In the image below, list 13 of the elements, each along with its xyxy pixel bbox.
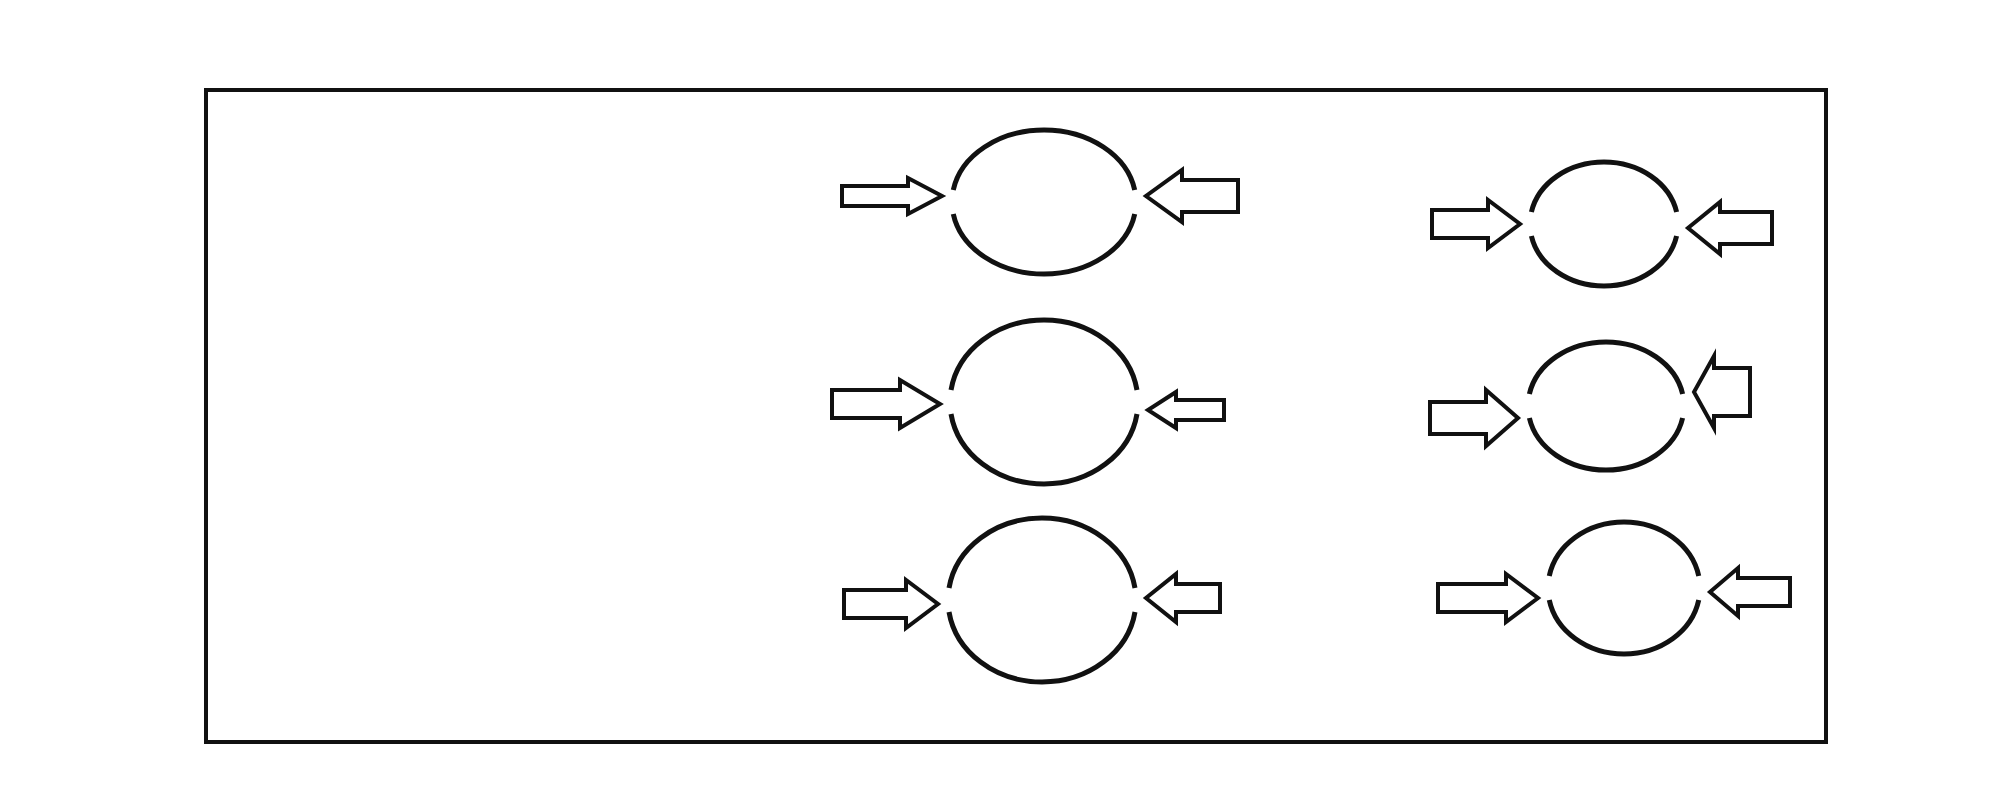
hollow-arrow xyxy=(1684,197,1774,259)
hollow-arrow xyxy=(1142,166,1240,226)
hollow-arrow xyxy=(1144,388,1226,432)
hollow-arrow xyxy=(1706,563,1792,621)
hollow-arrow xyxy=(1428,385,1522,451)
hollow-arrow xyxy=(842,576,942,632)
hollow-arrow xyxy=(1142,569,1222,627)
hollow-arrow xyxy=(1436,570,1542,626)
hollow-arrow xyxy=(1430,196,1524,252)
frame-box xyxy=(204,88,1828,744)
hollow-arrow xyxy=(830,376,944,432)
hollow-arrow xyxy=(840,174,947,218)
hollow-arrow xyxy=(1691,348,1752,436)
